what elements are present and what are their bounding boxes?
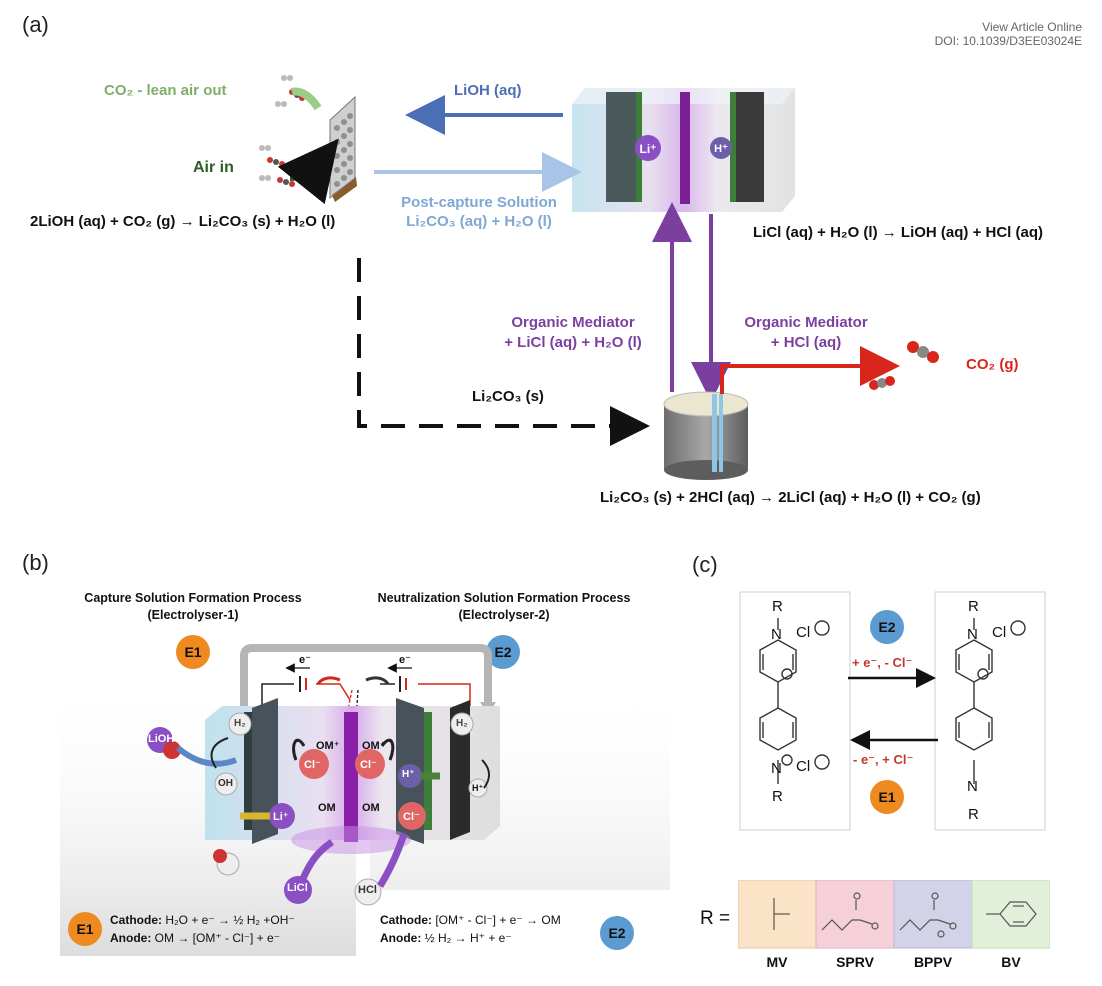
om-label-right: OM: [362, 802, 380, 814]
r-top-right: R: [968, 598, 979, 615]
hcl-label: HCl: [358, 884, 377, 896]
e2-badge-c: E2: [870, 610, 904, 644]
view-article-online-link[interactable]: View Article Online: [982, 20, 1082, 34]
doi-text: DOI: 10.1039/D3EE03024E: [934, 34, 1082, 48]
electrolysis-equation: LiCl (aq) + H₂O (l) → LiOH (aq) + HCl (a…: [753, 224, 1043, 241]
mediator-left-line2: + LiCl (aq) + H₂O (l): [504, 334, 642, 351]
cl-label-2: Cl⁻: [360, 759, 377, 771]
e2-anode-label: Anode:: [380, 931, 422, 945]
om-plus-left: OM⁺: [316, 740, 340, 752]
post-capture-formula: Li₂CO₃ (aq) + H₂O (l): [406, 213, 552, 230]
post-capture-title: Post-capture Solution: [401, 194, 557, 211]
r-bottom-left: R: [772, 788, 783, 805]
lioh-label-b: LiOH: [148, 733, 175, 745]
backward-condition: - e⁻, + Cl⁻: [853, 752, 914, 767]
e2-badge-bottom: E2: [600, 916, 634, 950]
co2-lean-label: CO₂ - lean air out: [104, 82, 227, 99]
cl-label-3: Cl⁻: [403, 811, 420, 823]
substituent-mv: MV: [766, 954, 788, 970]
panel-b-diagram: [60, 644, 670, 956]
viologen-oxidized-structure: [759, 618, 830, 784]
electron-label-1: e⁻: [299, 654, 311, 666]
electrolyser1-title: Capture Solution Formation Process: [84, 591, 302, 605]
e2-cathode-reaction: [OM⁺ - Cl⁻] + e⁻ → OM: [435, 913, 561, 927]
substituent-bv: BV: [1001, 954, 1021, 970]
h-plus-label: H⁺: [402, 769, 415, 780]
li-plus-label: Li⁺: [273, 811, 289, 823]
panel-a-label: (a): [22, 12, 49, 37]
e2-anode-reaction: ½ H₂ → H⁺ + e⁻: [424, 931, 512, 945]
h2-label-left: H₂: [234, 718, 246, 729]
co2-lean-arrow: [291, 87, 322, 111]
cl-label-1: Cl⁻: [304, 759, 321, 771]
panel-c-diagram: [739, 591, 1046, 831]
viologen-reduced-structure: [955, 618, 1026, 784]
oh-label: OH: [218, 778, 233, 789]
cell-li-label: Li⁺: [640, 142, 657, 156]
li2co3-label: Li₂CO₃ (s): [472, 388, 544, 405]
n-top-right: N: [967, 626, 978, 643]
e1-badge: E1: [176, 635, 210, 669]
cl-bottom-left: Cl: [796, 758, 811, 775]
e2-cathode-label: Cathode:: [380, 913, 432, 927]
air-contactor-icon: [329, 95, 357, 202]
co2-molecule-icon: [869, 341, 939, 390]
e1-anode-label: Anode:: [110, 931, 152, 945]
air-in-arrow: [277, 138, 339, 205]
licl-label: LiCl: [287, 882, 308, 894]
co2-out-arrow: [720, 346, 900, 394]
mediator-left-line1: Organic Mediator: [511, 314, 635, 331]
air-in-label: Air in: [193, 159, 234, 176]
n-top-left: N: [771, 626, 782, 643]
h2-label-right: H₂: [456, 718, 468, 729]
cl-top-right: Cl: [992, 624, 1007, 641]
forward-condition: + e⁻, - Cl⁻: [852, 655, 913, 670]
co2-out-label: CO₂ (g): [966, 356, 1019, 373]
r-equals-label: R =: [700, 908, 731, 929]
n-bottom-left: N: [771, 760, 782, 777]
li2co3-dashed-arrow: [357, 258, 650, 446]
e1-cathode-label: Cathode:: [110, 913, 162, 927]
r-top-left: R: [772, 598, 783, 615]
panel-b-label: (b): [22, 550, 49, 575]
h-ion-icon: [710, 137, 732, 159]
n-bottom-right: N: [967, 778, 978, 795]
substituent-bppv: BPPV: [913, 954, 953, 970]
neutralization-equation: Li₂CO₃ (s) + 2HCl (aq) → 2LiCl (aq) + H₂…: [600, 489, 981, 506]
cell-h-label: H⁺: [714, 143, 728, 155]
li-ion-icon: [635, 135, 661, 161]
e1-cathode-reaction: H₂O + e⁻ → ½ H₂ +OH⁻: [165, 913, 295, 927]
substituent-sprv: SPRV: [836, 954, 874, 970]
mediator-right-line1: Organic Mediator: [744, 314, 868, 331]
capture-equation: 2LiOH (aq) + CO₂ (g) → Li₂CO₃ (s) + H₂O …: [30, 213, 336, 230]
e1-badge-c: E1: [870, 780, 904, 814]
electrolyser-tank-icon: [572, 88, 795, 212]
om-plus-right: OM⁺: [362, 740, 386, 752]
electrolyser1-subtitle: (Electrolyser-1): [147, 608, 239, 622]
substituent-structures: [738, 880, 1050, 949]
electron-label-2: e⁻: [399, 654, 411, 666]
e1-badge-bottom: E1: [68, 912, 102, 946]
panel-c-label: (c): [692, 552, 718, 577]
panel-a-diagram: Li⁺ H⁺: [259, 75, 939, 480]
neutralization-reactor-icon: [663, 391, 749, 480]
cl-top-left: Cl: [796, 624, 811, 641]
om-label-left: OM: [318, 802, 336, 814]
r-bottom-right: R: [968, 806, 979, 823]
lioh-label: LiOH (aq): [454, 82, 522, 99]
electrolyser2-title: Neutralization Solution Formation Proces…: [377, 591, 631, 605]
h-plus-label-2: H⁺: [472, 783, 484, 793]
electrolyser2-subtitle: (Electrolyser-2): [458, 608, 550, 622]
mediator-right-line2: + HCl (aq): [770, 334, 842, 351]
e1-anode-reaction: OM → [OM⁺ - Cl⁻] + e⁻: [154, 931, 281, 945]
